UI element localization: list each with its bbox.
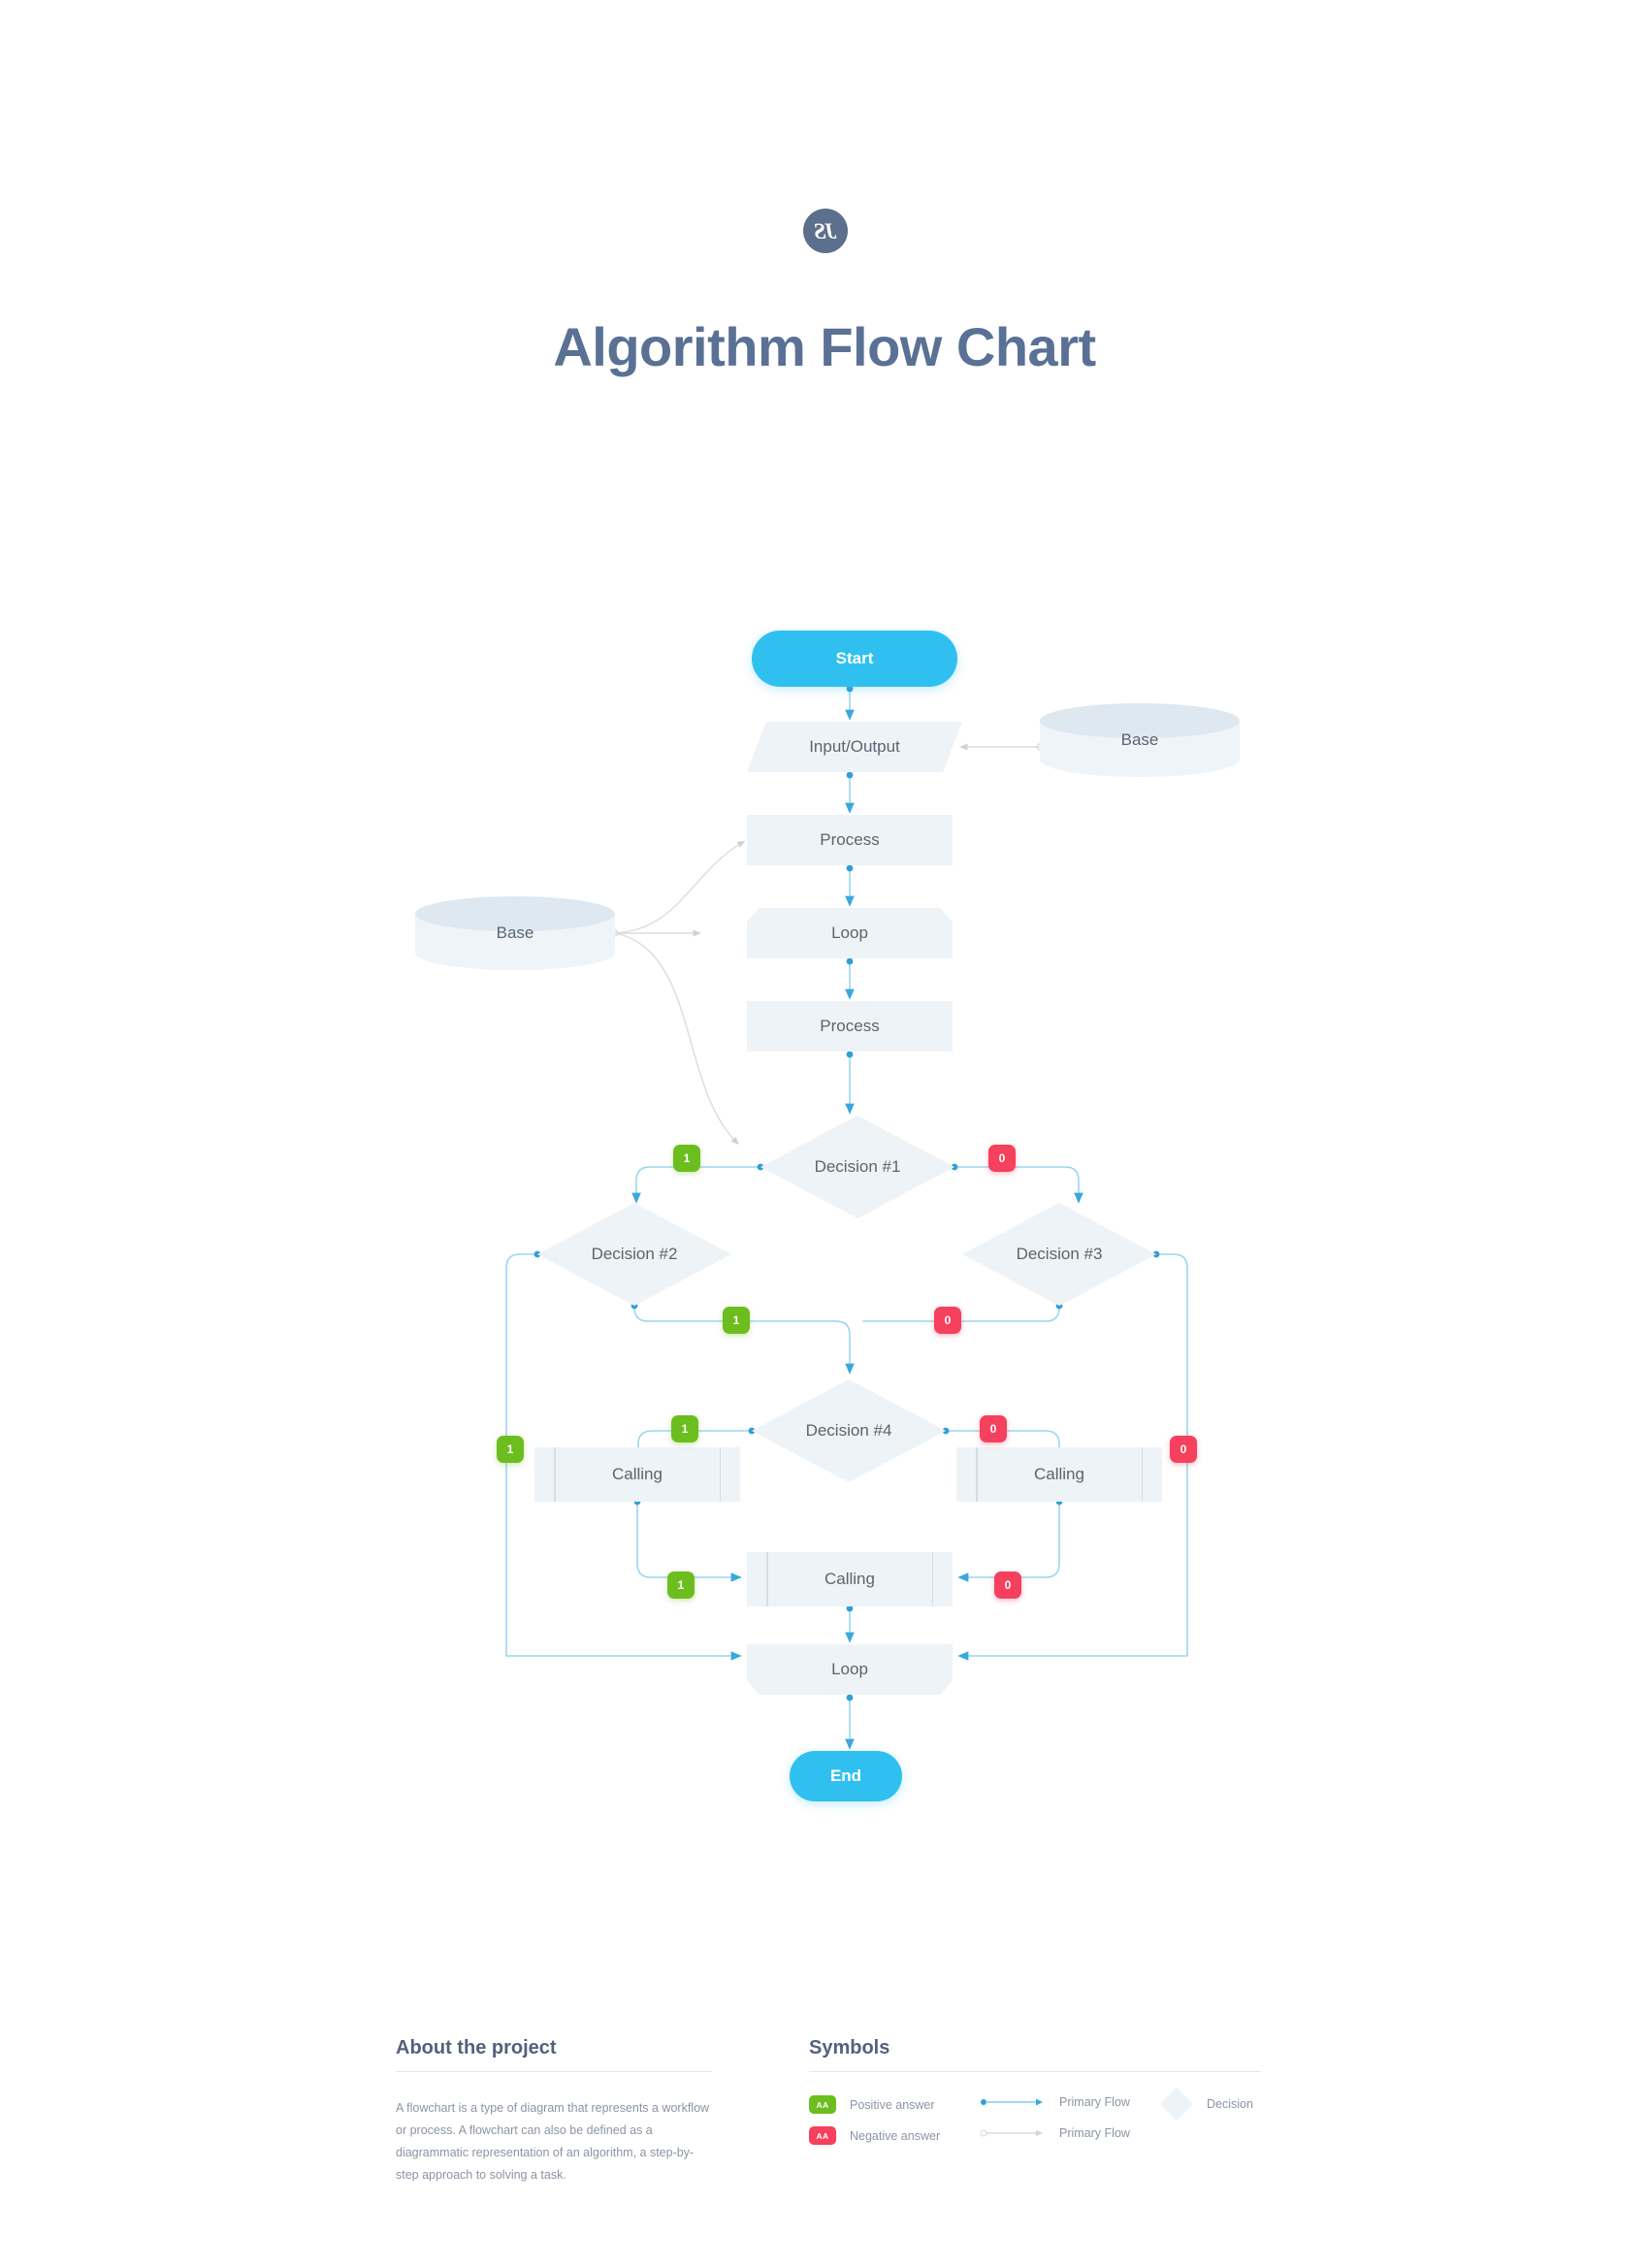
edge-badge-negative[interactable]: 0 (994, 1571, 1021, 1599)
calling-shape (747, 1552, 953, 1606)
calling-shape (534, 1447, 740, 1502)
io-parallelogram (747, 722, 962, 772)
edge-badge-negative[interactable]: 0 (980, 1415, 1007, 1442)
node-base-left[interactable]: Base (415, 896, 615, 970)
primary-flow-arrow-icon (981, 2098, 1043, 2106)
edge-badge-positive[interactable]: 1 (673, 1145, 700, 1172)
legend-label: Primary Flow (1059, 2095, 1130, 2109)
legend-negative-answer: AA Negative answer (809, 2126, 940, 2145)
node-base-right[interactable]: Base (1040, 703, 1240, 777)
page-title: Algorithm Flow Chart (553, 316, 1096, 377)
node-decision-4[interactable]: Decision #4 (752, 1379, 946, 1482)
node-process-1[interactable]: Process (747, 815, 953, 865)
node-decision-1[interactable]: Decision #1 (760, 1116, 954, 1218)
subroutine-bar-left (766, 1552, 768, 1606)
edge-badge-positive[interactable]: 1 (723, 1307, 750, 1334)
positive-badge-icon: AA (809, 2095, 836, 2114)
node-end[interactable]: End (790, 1751, 902, 1801)
about-divider (396, 2071, 712, 2072)
legend-label: Decision (1207, 2097, 1253, 2111)
legend-primary-flow: Primary Flow (980, 2095, 1130, 2109)
loop-shape (747, 1644, 953, 1695)
edge-badge-positive[interactable]: 1 (667, 1571, 695, 1599)
negative-badge-icon: AA (809, 2126, 836, 2145)
node-decision-3[interactable]: Decision #3 (962, 1203, 1156, 1306)
edge-badge-negative[interactable]: 0 (934, 1307, 961, 1334)
about-body: A flowchart is a type of diagram that re… (396, 2101, 710, 2183)
cylinder-top (415, 896, 615, 931)
about-heading: About the project (396, 2037, 557, 2058)
node-input-output[interactable]: Input/Output (747, 722, 962, 772)
node-start[interactable]: Start (752, 631, 957, 687)
node-calling-left[interactable]: Calling (534, 1447, 740, 1502)
subroutine-bar-right (719, 1447, 721, 1502)
edge-badge-negative[interactable]: 0 (1170, 1436, 1197, 1463)
decision-diamond-icon (1160, 2088, 1193, 2121)
secondary-flow-arrow-icon (980, 2129, 1043, 2137)
calling-shape (956, 1447, 1162, 1502)
node-calling-center[interactable]: Calling (747, 1552, 953, 1606)
cylinder-top (1040, 703, 1240, 738)
legend-label: Negative answer (850, 2128, 941, 2143)
symbols-legend: AA Positive answer AA Negative answer Pr… (809, 2088, 1261, 2173)
legend-label: Primary Flow (1059, 2126, 1130, 2140)
symbols-heading: Symbols (809, 2037, 890, 2058)
node-process-2[interactable]: Process (747, 1001, 953, 1052)
edge-badge-positive[interactable]: 1 (671, 1415, 698, 1442)
legend-positive-answer: AA Positive answer (809, 2095, 935, 2114)
loop-shape (747, 908, 953, 958)
node-loop-end[interactable]: Loop (747, 1644, 953, 1695)
symbols-section: Symbols AA Positive answer AA Negative a… (809, 2037, 1261, 2173)
legend-decision: Decision (1160, 2088, 1253, 2121)
node-loop-start[interactable]: Loop (747, 908, 953, 958)
edge-badge-positive[interactable]: 1 (497, 1436, 524, 1463)
subroutine-bar-left (976, 1447, 978, 1502)
subroutine-bar-left (554, 1447, 556, 1502)
legend-label: Positive answer (850, 2097, 935, 2112)
brand-logo-icon: JS (803, 209, 848, 253)
subroutine-bar-right (931, 1552, 933, 1606)
node-calling-right[interactable]: Calling (956, 1447, 1162, 1502)
edge-badge-negative[interactable]: 0 (988, 1145, 1016, 1172)
about-section: About the project A flowchart is a type … (396, 2037, 712, 2187)
subroutine-bar-right (1141, 1447, 1143, 1502)
symbols-divider (809, 2071, 1261, 2072)
node-decision-2[interactable]: Decision #2 (537, 1203, 731, 1306)
legend-secondary-flow: Primary Flow (980, 2126, 1130, 2140)
